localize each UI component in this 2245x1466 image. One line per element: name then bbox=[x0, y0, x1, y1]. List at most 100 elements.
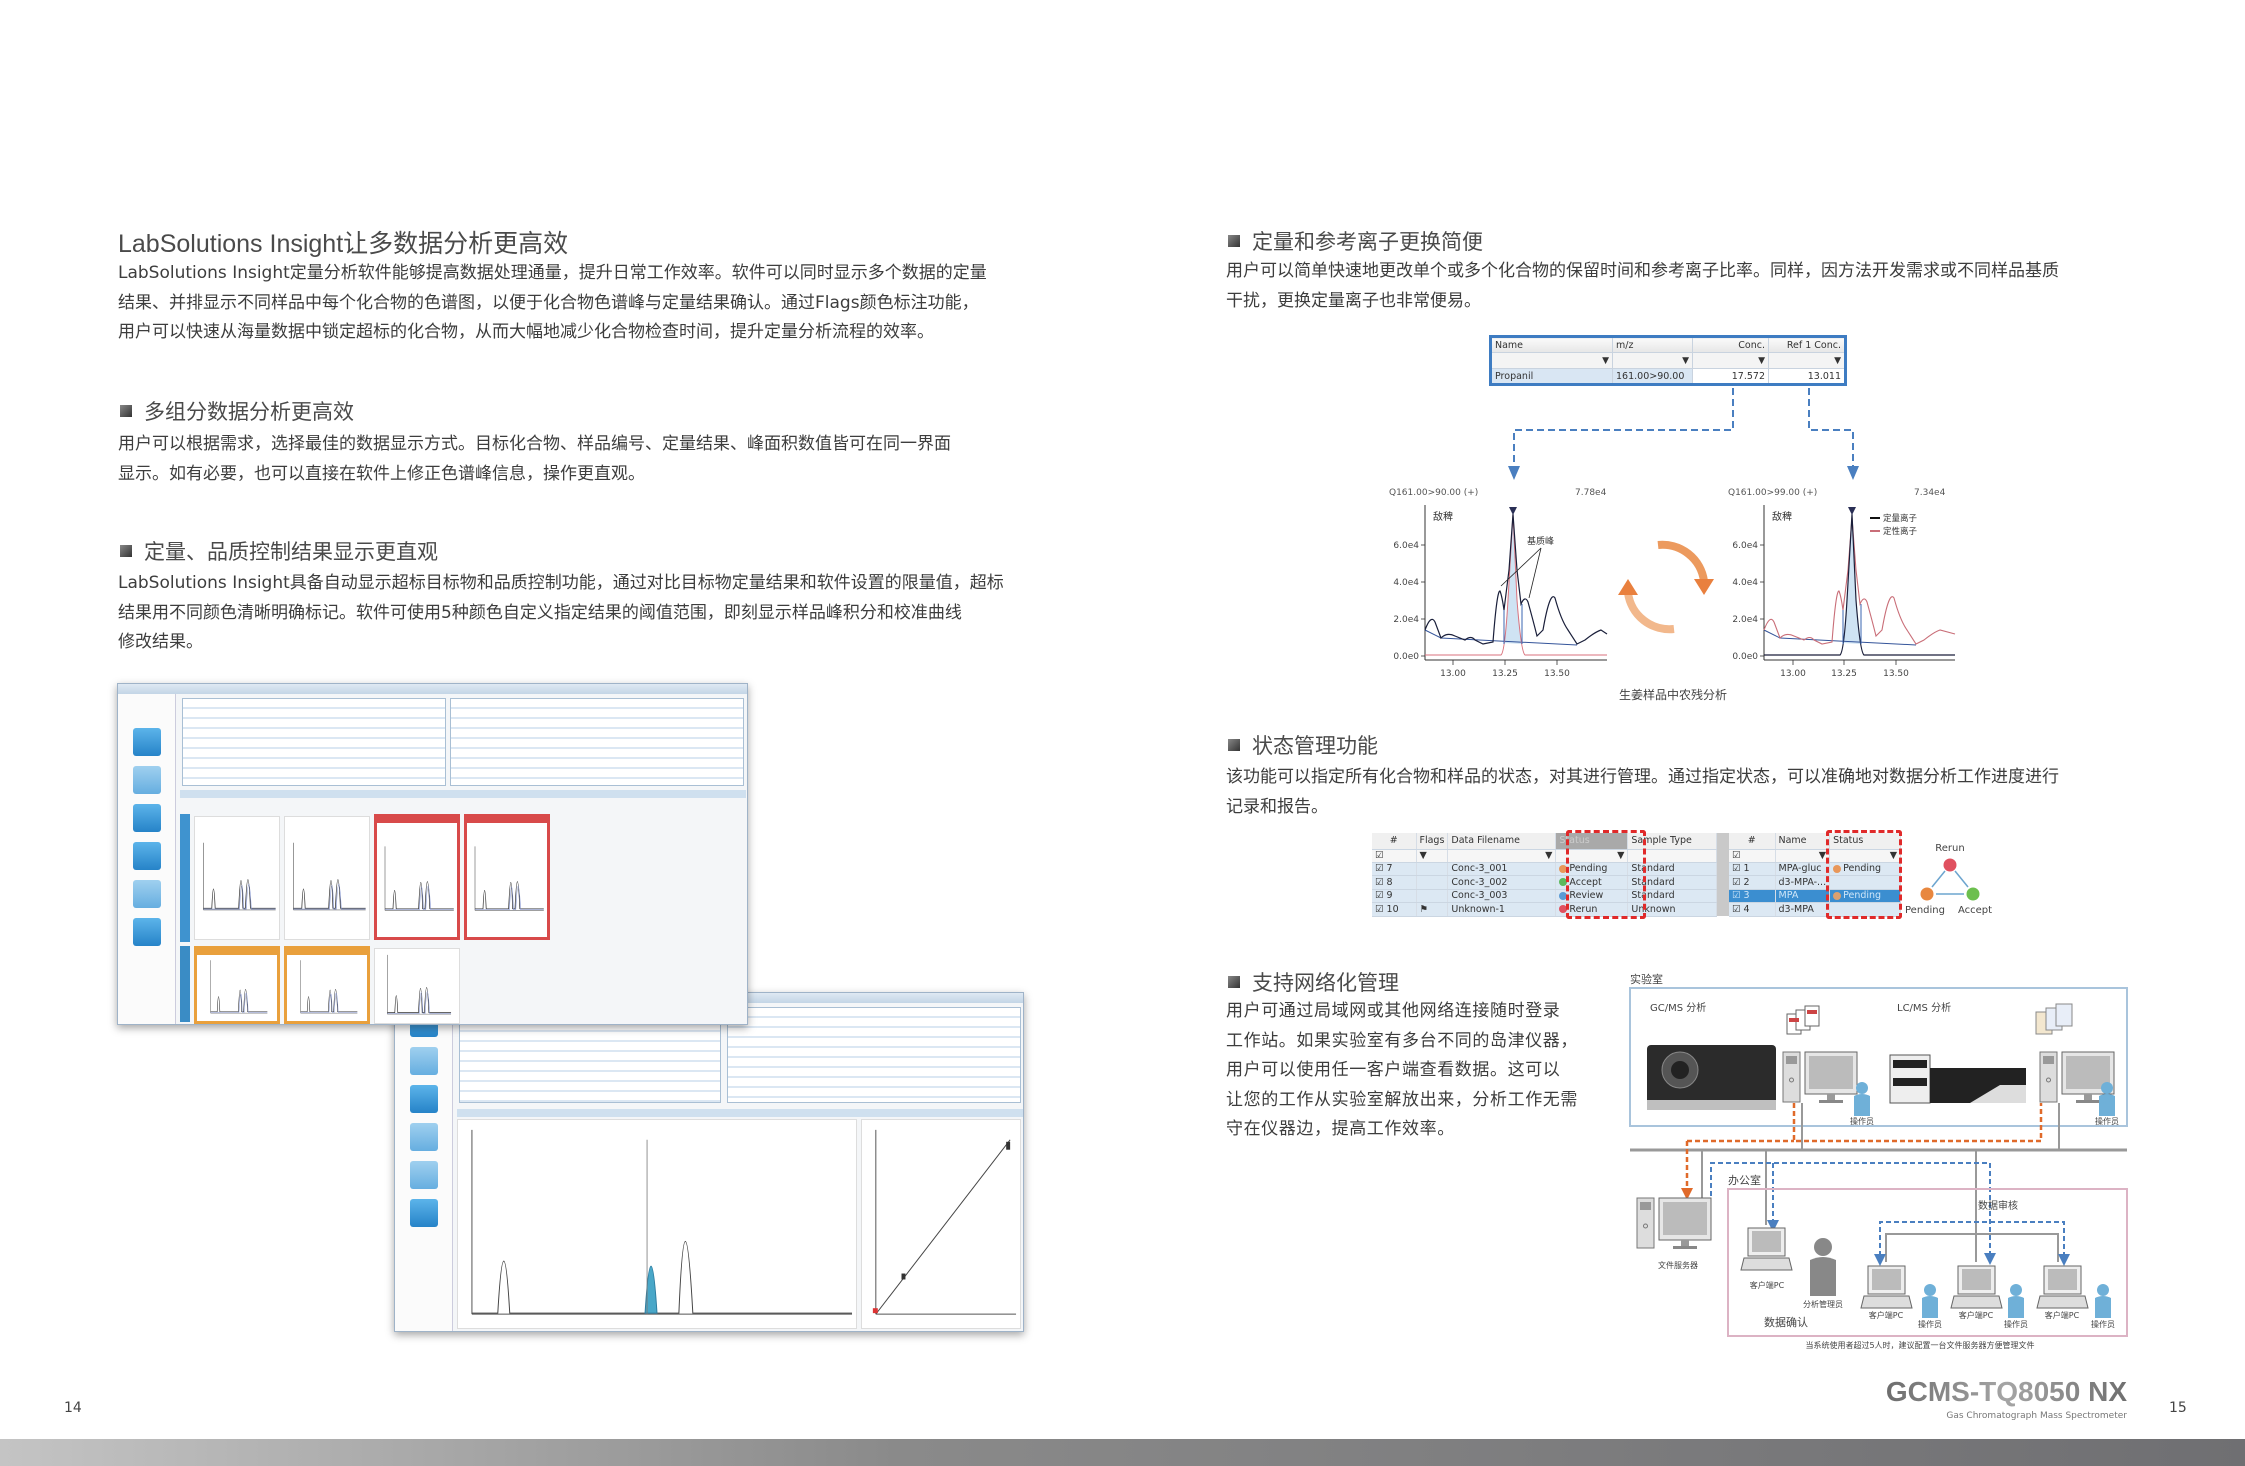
x-tick: 13.50 bbox=[1544, 669, 1570, 679]
col-number: # bbox=[1372, 833, 1417, 850]
filter-icon[interactable]: ▼ bbox=[1692, 352, 1769, 369]
row-number: 10 bbox=[1386, 903, 1399, 915]
flag-icon: ⚑ bbox=[1416, 902, 1449, 917]
row-number: 9 bbox=[1386, 890, 1393, 902]
col-sample-type: Sample Type bbox=[1627, 833, 1717, 850]
data-review-label: 数据审核 bbox=[1978, 1199, 2018, 1212]
sample-chart bbox=[284, 816, 370, 940]
toolbar-sidebar bbox=[395, 1003, 453, 1331]
text-line: 显示。如有必要，也可以直接在软件上修正色谱峰信息，操作更直观。 bbox=[118, 463, 645, 484]
footnote: 当系统使用者超过5人时，建议配置一台文件服务器方便管理文件 bbox=[1805, 1340, 2034, 1350]
filename: Unknown-1 bbox=[1447, 902, 1557, 917]
status-dot-icon bbox=[1833, 891, 1842, 900]
bullet-square-icon bbox=[1228, 235, 1240, 247]
section-paragraph: 用户可以根据需求，选择最佳的数据显示方式。目标化合物、样品编号、定量结果、峰面积… bbox=[118, 430, 951, 489]
page-number: 15 bbox=[2169, 1400, 2187, 1416]
panel-header bbox=[180, 790, 746, 798]
text-line: 结果用不同颜色清晰明确标记。软件可使用5种颜色自定义指定结果的阈值范围，即刻显示… bbox=[118, 602, 962, 623]
operator-label: 操作员 bbox=[2004, 1319, 2028, 1329]
section-heading: 状态管理功能 bbox=[1228, 730, 1378, 760]
data-confirm-label: 数据确认 bbox=[1764, 1315, 1808, 1329]
compound-label: 敌稗 bbox=[1772, 510, 1792, 523]
filter-icon[interactable]: ▼ bbox=[1490, 352, 1613, 369]
status-value: Pending bbox=[1569, 863, 1608, 875]
filter-icon[interactable]: ▼ bbox=[1447, 849, 1557, 863]
status-dot-icon bbox=[1559, 905, 1568, 914]
heading-text: 支持网络化管理 bbox=[1252, 971, 1399, 995]
admin-label: 分析管理员 bbox=[1803, 1299, 1843, 1309]
lab-label: 实验室 bbox=[1630, 972, 1663, 986]
status-dot-icon bbox=[1559, 864, 1568, 873]
x-tick: 13.00 bbox=[1440, 669, 1466, 679]
x-tick: 13.00 bbox=[1780, 669, 1806, 679]
y-tick: 2.0e4 bbox=[1393, 615, 1419, 625]
operator-icon bbox=[2095, 1284, 2111, 1318]
chromatogram-quant-ion: Q161.00>90.00 (+) 7.78e4 6.0e4 4.0e4 2.0… bbox=[1389, 488, 1608, 679]
page-number: 14 bbox=[64, 1400, 82, 1416]
y-tick: 6.0e4 bbox=[1732, 541, 1758, 551]
select-all-checkbox[interactable]: ☑ bbox=[1729, 849, 1776, 863]
matrix-peak-annotation: 基质峰 bbox=[1527, 535, 1554, 547]
col-ref-conc: Ref 1 Conc. bbox=[1768, 336, 1846, 353]
col-mz: m/z bbox=[1612, 336, 1693, 353]
filter-icon[interactable]: ▼ bbox=[1416, 849, 1449, 863]
settings-icon bbox=[132, 918, 161, 946]
text-line: 工作站。如果实验室有多台不同的岛津仪器， bbox=[1226, 1030, 1578, 1051]
calibration-curve-panel bbox=[861, 1119, 1021, 1329]
filter-icon[interactable]: ▼ bbox=[1768, 352, 1846, 369]
network-diagram: 实验室 GC/MS 分析 LC/MS 分析 操作员 操作员 文件服务器 办公室 … bbox=[1629, 972, 2128, 1350]
admin-person-icon bbox=[1810, 1238, 1836, 1296]
select-all-checkbox[interactable]: ☑ bbox=[1372, 849, 1417, 863]
client-laptop-icon bbox=[1740, 1227, 1793, 1271]
heading-text: 多组分数据分析更高效 bbox=[144, 400, 354, 424]
scrollbar[interactable] bbox=[1717, 833, 1729, 916]
sample-chart-warning bbox=[284, 946, 370, 1024]
page-title: LabSolutions Insight让多数据分析更高效 bbox=[118, 230, 569, 258]
legend-label: 定性离子 bbox=[1883, 526, 1918, 537]
text-line: 用户可以根据需求，选择最佳的数据显示方式。目标化合物、样品编号、定量结果、峰面积… bbox=[118, 434, 951, 454]
y-tick: 6.0e4 bbox=[1393, 541, 1419, 551]
compound-icon bbox=[409, 1085, 438, 1113]
filter-icon bbox=[132, 766, 161, 794]
operator-label: 操作员 bbox=[2095, 1116, 2119, 1126]
office-box bbox=[1727, 1188, 2128, 1337]
settings-icon bbox=[409, 1199, 438, 1227]
heading-text: 状态管理功能 bbox=[1252, 734, 1378, 758]
office-label: 办公室 bbox=[1728, 1173, 1761, 1187]
text-line: 让您的工作从实验室解放出来，分析工作无需 bbox=[1226, 1089, 1578, 1110]
y-tick: 0.0e0 bbox=[1732, 652, 1758, 662]
gcms-instrument-icon bbox=[1647, 1045, 1776, 1110]
status-value bbox=[1829, 875, 1901, 890]
sample-chart bbox=[194, 816, 280, 940]
flow-icon bbox=[132, 728, 161, 756]
client-pc-label: 客户端PC bbox=[1750, 1280, 1785, 1290]
y-tick: 4.0e4 bbox=[1393, 578, 1419, 588]
sample-type: Unknown bbox=[1627, 902, 1717, 917]
filter-icon[interactable]: ▼ bbox=[1555, 849, 1629, 863]
operator-icon bbox=[1922, 1284, 1938, 1318]
software-screenshot-detail bbox=[394, 992, 1024, 1332]
filter-icon[interactable]: ▼ bbox=[1775, 849, 1831, 863]
dashed-arrows bbox=[1508, 388, 1859, 480]
client-pc-label: 客户端PC bbox=[1959, 1310, 1994, 1320]
client-pc-label: 客户端PC bbox=[1869, 1310, 1904, 1320]
flag bbox=[1416, 862, 1449, 876]
swap-cycle-icon bbox=[1618, 540, 1714, 634]
product-subtitle: Gas Chromatograph Mass Spectrometer bbox=[1946, 1411, 2127, 1421]
col-number: # bbox=[1729, 833, 1776, 850]
filter-icon[interactable]: ▼ bbox=[1612, 352, 1693, 369]
filter-icon[interactable]: ▼ bbox=[1829, 849, 1901, 863]
row-number: 3 bbox=[1743, 890, 1750, 902]
sample-chart-warning bbox=[194, 946, 280, 1024]
x-tick: 13.50 bbox=[1883, 669, 1909, 679]
y-tick: 4.0e4 bbox=[1732, 578, 1758, 588]
